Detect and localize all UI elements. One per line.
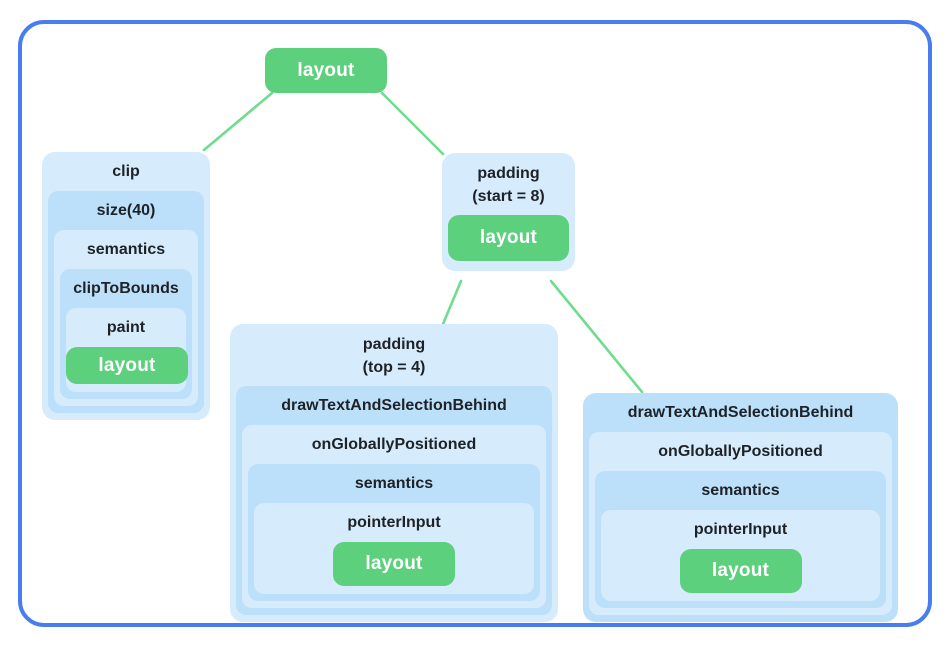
modifier-box-semantics: semantics pointerInput layout: [248, 464, 540, 601]
modifier-label-padding-start: padding (start = 8): [442, 153, 575, 215]
padding-top-modifier-tree: padding (top = 4) drawTextAndSelectionBe…: [230, 324, 558, 622]
edge-padding-to-padding-top: [441, 279, 463, 326]
modifier-box-semantics: semantics pointerInput layout: [595, 471, 886, 608]
modifier-box-ongloballypositioned: onGloballyPositioned semantics pointerIn…: [589, 432, 892, 615]
modifier-label-pointerinput: pointerInput: [693, 520, 788, 538]
layout-leaf-node: layout: [333, 542, 455, 586]
modifier-label-drawtext: drawTextAndSelectionBehind: [281, 396, 507, 414]
layout-leaf-node: layout: [679, 549, 802, 593]
drawtext-modifier-tree: drawTextAndSelectionBehind onGloballyPos…: [583, 393, 898, 622]
modifier-box-ongloballypositioned: onGloballyPositioned semantics pointerIn…: [242, 425, 546, 608]
modifier-label-semantics: semantics: [354, 474, 434, 492]
modifier-box-size: size(40) semantics clipToBounds paint la…: [48, 191, 204, 413]
padding-start-node: padding (start = 8) layout: [442, 153, 575, 271]
modifier-box-pointerinput: pointerInput layout: [601, 510, 880, 601]
modifier-box-paint: paint layout: [66, 308, 188, 392]
modifier-label-semantics: semantics: [86, 240, 166, 258]
layout-leaf-node: layout: [66, 347, 188, 384]
clip-modifier-tree: clip size(40) semantics clipToBounds pai…: [42, 152, 210, 420]
padding-start-line2: (start = 8): [472, 188, 545, 205]
modifier-label-paint: paint: [106, 318, 146, 336]
modifier-box-drawtext: drawTextAndSelectionBehind onGloballyPos…: [236, 386, 552, 615]
modifier-label-pointerinput: pointerInput: [347, 513, 441, 531]
modifier-label-clip: clip: [112, 162, 140, 180]
modifier-box-padding-top: padding (top = 4) drawTextAndSelectionBe…: [230, 324, 558, 622]
modifier-box-clip: clip size(40) semantics clipToBounds pai…: [42, 152, 210, 420]
modifier-label-ongloballypositioned: onGloballyPositioned: [658, 442, 823, 460]
modifier-label-ongloballypositioned: onGloballyPositioned: [311, 435, 477, 453]
padding-start-line1: padding: [477, 165, 540, 182]
edge-root-to-clip: [202, 91, 274, 152]
edge-padding-to-drawtext: [549, 279, 644, 394]
modifier-label-cliptobounds: clipToBounds: [73, 279, 179, 297]
modifier-label-drawtext: drawTextAndSelectionBehind: [627, 403, 854, 421]
layout-leaf-node: layout: [448, 215, 569, 261]
modifier-box-pointerinput: pointerInput layout: [254, 503, 534, 594]
modifier-label-semantics: semantics: [701, 481, 780, 499]
modifier-box-padding-start: padding (start = 8) layout: [442, 153, 575, 271]
modifier-box-semantics: semantics clipToBounds paint layout: [54, 230, 198, 406]
diagram-frame: [18, 20, 932, 627]
root-layout-node: layout: [265, 48, 387, 93]
modifier-label-size: size(40): [96, 201, 156, 219]
modifier-label-padding-top: padding (top = 4): [230, 324, 558, 386]
edge-root-to-padding-start: [380, 91, 445, 156]
modifier-box-drawtext: drawTextAndSelectionBehind onGloballyPos…: [583, 393, 898, 622]
modifier-box-cliptobounds: clipToBounds paint layout: [60, 269, 192, 399]
padding-top-line2: (top = 4): [362, 359, 426, 376]
padding-top-line1: padding: [362, 336, 426, 353]
